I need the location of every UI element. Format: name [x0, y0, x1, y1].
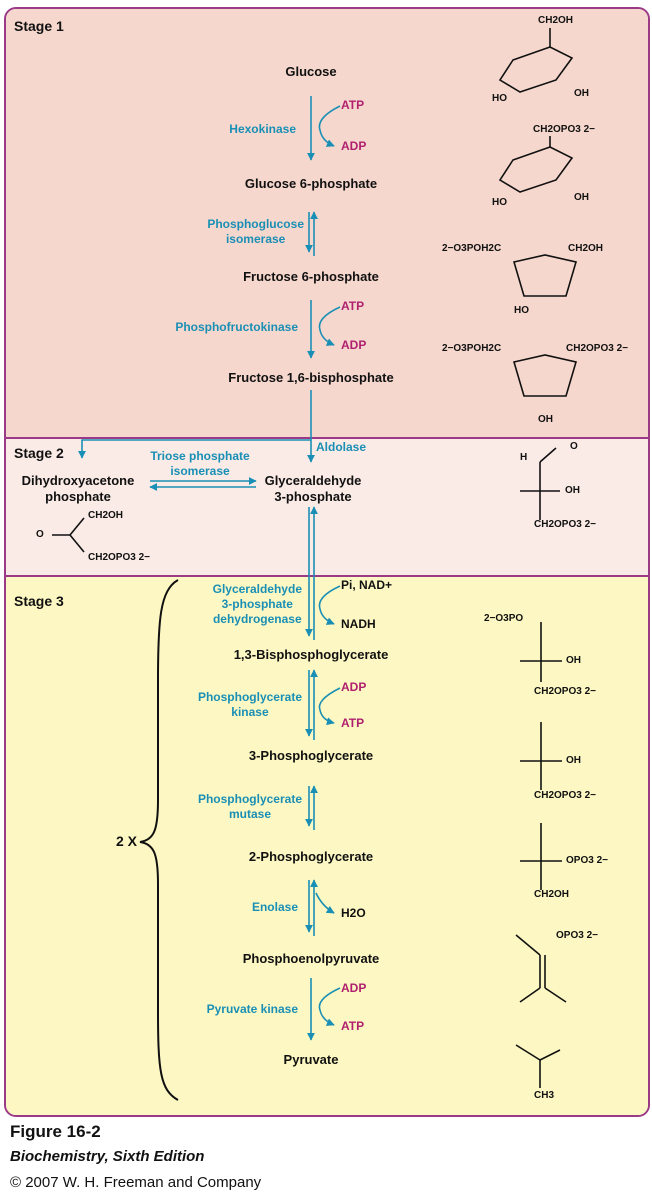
copyright-line: © 2007 W. H. Freeman and Company	[10, 1174, 262, 1191]
curve-gapdh	[318, 585, 341, 625]
enzyme-pgi: Phosphoglucose isomerase	[207, 217, 304, 247]
enzyme-pgm-line2: mutase	[228, 807, 271, 821]
enzyme-pyruvate-kinase: Pyruvate kinase	[206, 1002, 298, 1016]
enzyme-tpi: Triose phosphate isomerase	[135, 449, 265, 479]
metabolite-f6p: Fructose 6-phosphate	[243, 269, 379, 284]
cofactor-adp-4: ADP	[341, 981, 367, 995]
glucose-ring	[498, 46, 574, 93]
struct-g6p-ch2opo3: CH2OPO3 2−	[533, 124, 595, 135]
enzyme-gapdh-line1: Glyceraldehyde	[212, 582, 302, 596]
struct-f6p-ho: HO	[514, 305, 529, 316]
struct-dhap-ch2oh: CH2OH	[88, 510, 124, 521]
curve-pgk	[318, 687, 341, 726]
struct-f16bp-o3poh2c: 2−O3POH2C	[442, 343, 502, 354]
figure-title: Figure 16-2	[10, 1122, 101, 1141]
enzyme-pgm-line1: Phosphoglycerate	[197, 792, 302, 806]
book-title: Biochemistry, Sixth Edition	[10, 1148, 205, 1165]
metabolite-f16bp: Fructose 1,6-bisphosphate	[228, 370, 394, 385]
curve-hexokinase	[318, 105, 341, 147]
struct-bpg-oh: OH	[566, 655, 581, 666]
struct-f16bp-oh: OH	[538, 414, 553, 425]
struct-pep-opo3: OPO3 2−	[556, 930, 598, 941]
struct-3pg-ch2opo3: CH2OPO3 2−	[534, 790, 596, 801]
f6p-ring	[512, 254, 578, 297]
metabolite-2pg: 2-Phosphoglycerate	[248, 849, 374, 864]
struct-g6p-ho: HO	[492, 197, 507, 208]
struct-g6p-oh: OH	[574, 192, 589, 203]
metabolite-3pg: 3-Phosphoglycerate	[248, 748, 374, 763]
cofactor-atp-3: ATP	[341, 716, 365, 730]
stage-2-label: Stage 2	[14, 445, 64, 461]
struct-dhap-ch2opo3: CH2OPO3 2−	[88, 552, 150, 563]
struct-bpg-o3po: 2−O3PO	[484, 613, 524, 624]
struct-2pg-ch2oh: CH2OH	[534, 889, 570, 900]
struct-gap-ch2opo3: CH2OPO3 2−	[534, 519, 596, 530]
enzyme-hexokinase: Hexokinase	[229, 122, 296, 136]
struct-3pg-oh: OH	[566, 755, 581, 766]
enzyme-aldolase: Aldolase	[316, 440, 367, 454]
struct-gap-oh: OH	[565, 485, 580, 496]
metabolite-pep: Phosphoenolpyruvate	[242, 951, 380, 966]
struct-glucose-oh: OH	[574, 88, 589, 99]
struct-bpg-ch2opo3: CH2OPO3 2−	[534, 686, 596, 697]
enzyme-gapdh-line3: dehydrogenase	[212, 612, 302, 626]
stage-1-label: Stage 1	[14, 18, 64, 34]
metabolite-dhap: Dihydroxyacetone phosphate	[22, 473, 135, 505]
enzyme-pgi-line1: Phosphoglucose	[207, 217, 304, 231]
curve-pfk	[318, 306, 341, 346]
enzyme-pgk-line1: Phosphoglycerate	[197, 690, 302, 704]
enzyme-pgk: Phosphoglycerate kinase	[198, 690, 302, 720]
struct-pyruvate-ch3: CH3	[534, 1090, 555, 1101]
f16bp-ring	[512, 354, 578, 397]
enzyme-pgk-line2: kinase	[231, 705, 269, 719]
multiplier-2x: 2 X	[116, 833, 138, 849]
enzyme-pfk: Phosphofructokinase	[175, 320, 298, 334]
metabolite-pyruvate: Pyruvate	[283, 1052, 339, 1067]
metabolite-g6p: Glucose 6-phosphate	[244, 176, 378, 191]
arrow-to-dhap	[78, 439, 311, 459]
g6p-ring	[498, 146, 574, 193]
enzyme-pgi-line2: isomerase	[225, 232, 286, 246]
cofactor-atp-1: ATP	[341, 98, 365, 112]
struct-f6p-ch2oh: CH2OH	[568, 243, 604, 254]
struct-gap-h: H	[520, 452, 528, 463]
cofactor-adp-3: ADP	[341, 680, 367, 694]
metabolite-glucose: Glucose	[285, 64, 337, 79]
struct-glucose-ho: HO	[492, 93, 507, 104]
metabolite-bpg: 1,3-Bisphosphoglycerate	[233, 647, 389, 662]
cofactor-adp-2: ADP	[341, 338, 367, 352]
stage-3-label: Stage 3	[14, 593, 64, 609]
metabolite-gap-line2: 3-phosphate	[274, 489, 352, 504]
struct-f6p-o3poh2c: 2−O3POH2C	[442, 243, 502, 254]
curve-enolase	[315, 892, 335, 914]
metabolite-gap-line1: Glyceraldehyde	[264, 473, 362, 488]
brace-2x	[139, 579, 179, 1101]
enzyme-gapdh-line2: 3-phosphate	[221, 597, 293, 611]
metabolite-gap: Glyceraldehyde 3-phosphate	[265, 473, 362, 505]
cofactor-h2o: H2O	[341, 906, 366, 920]
cofactor-pi-nad: Pi, NAD+	[341, 578, 393, 592]
cofactor-atp-2: ATP	[341, 299, 365, 313]
metabolite-dhap-line2: phosphate	[45, 489, 111, 504]
metabolite-dhap-line1: Dihydroxyacetone	[21, 473, 135, 488]
enzyme-gapdh: Glyceraldehyde 3-phosphate dehydrogenase	[213, 582, 302, 627]
struct-2pg-opo3: OPO3 2−	[566, 855, 608, 866]
stage-1-panel: Stage 1	[6, 9, 648, 437]
struct-f16bp-ch2opo3: CH2OPO3 2−	[566, 343, 628, 354]
cofactor-adp-1: ADP	[341, 139, 367, 153]
enzyme-tpi-line1: Triose phosphate	[150, 449, 250, 463]
struct-glucose-ch2oh: CH2OH	[538, 15, 574, 26]
cofactor-nadh: NADH	[341, 617, 376, 631]
struct-dhap-o: O	[36, 529, 44, 540]
struct-gap-o: O	[570, 441, 578, 452]
cofactor-atp-4: ATP	[341, 1019, 365, 1033]
enzyme-pgm: Phosphoglycerate mutase	[198, 792, 302, 822]
curve-pk	[318, 987, 341, 1026]
enzyme-tpi-line2: isomerase	[170, 464, 230, 478]
enzyme-enolase: Enolase	[251, 900, 298, 914]
